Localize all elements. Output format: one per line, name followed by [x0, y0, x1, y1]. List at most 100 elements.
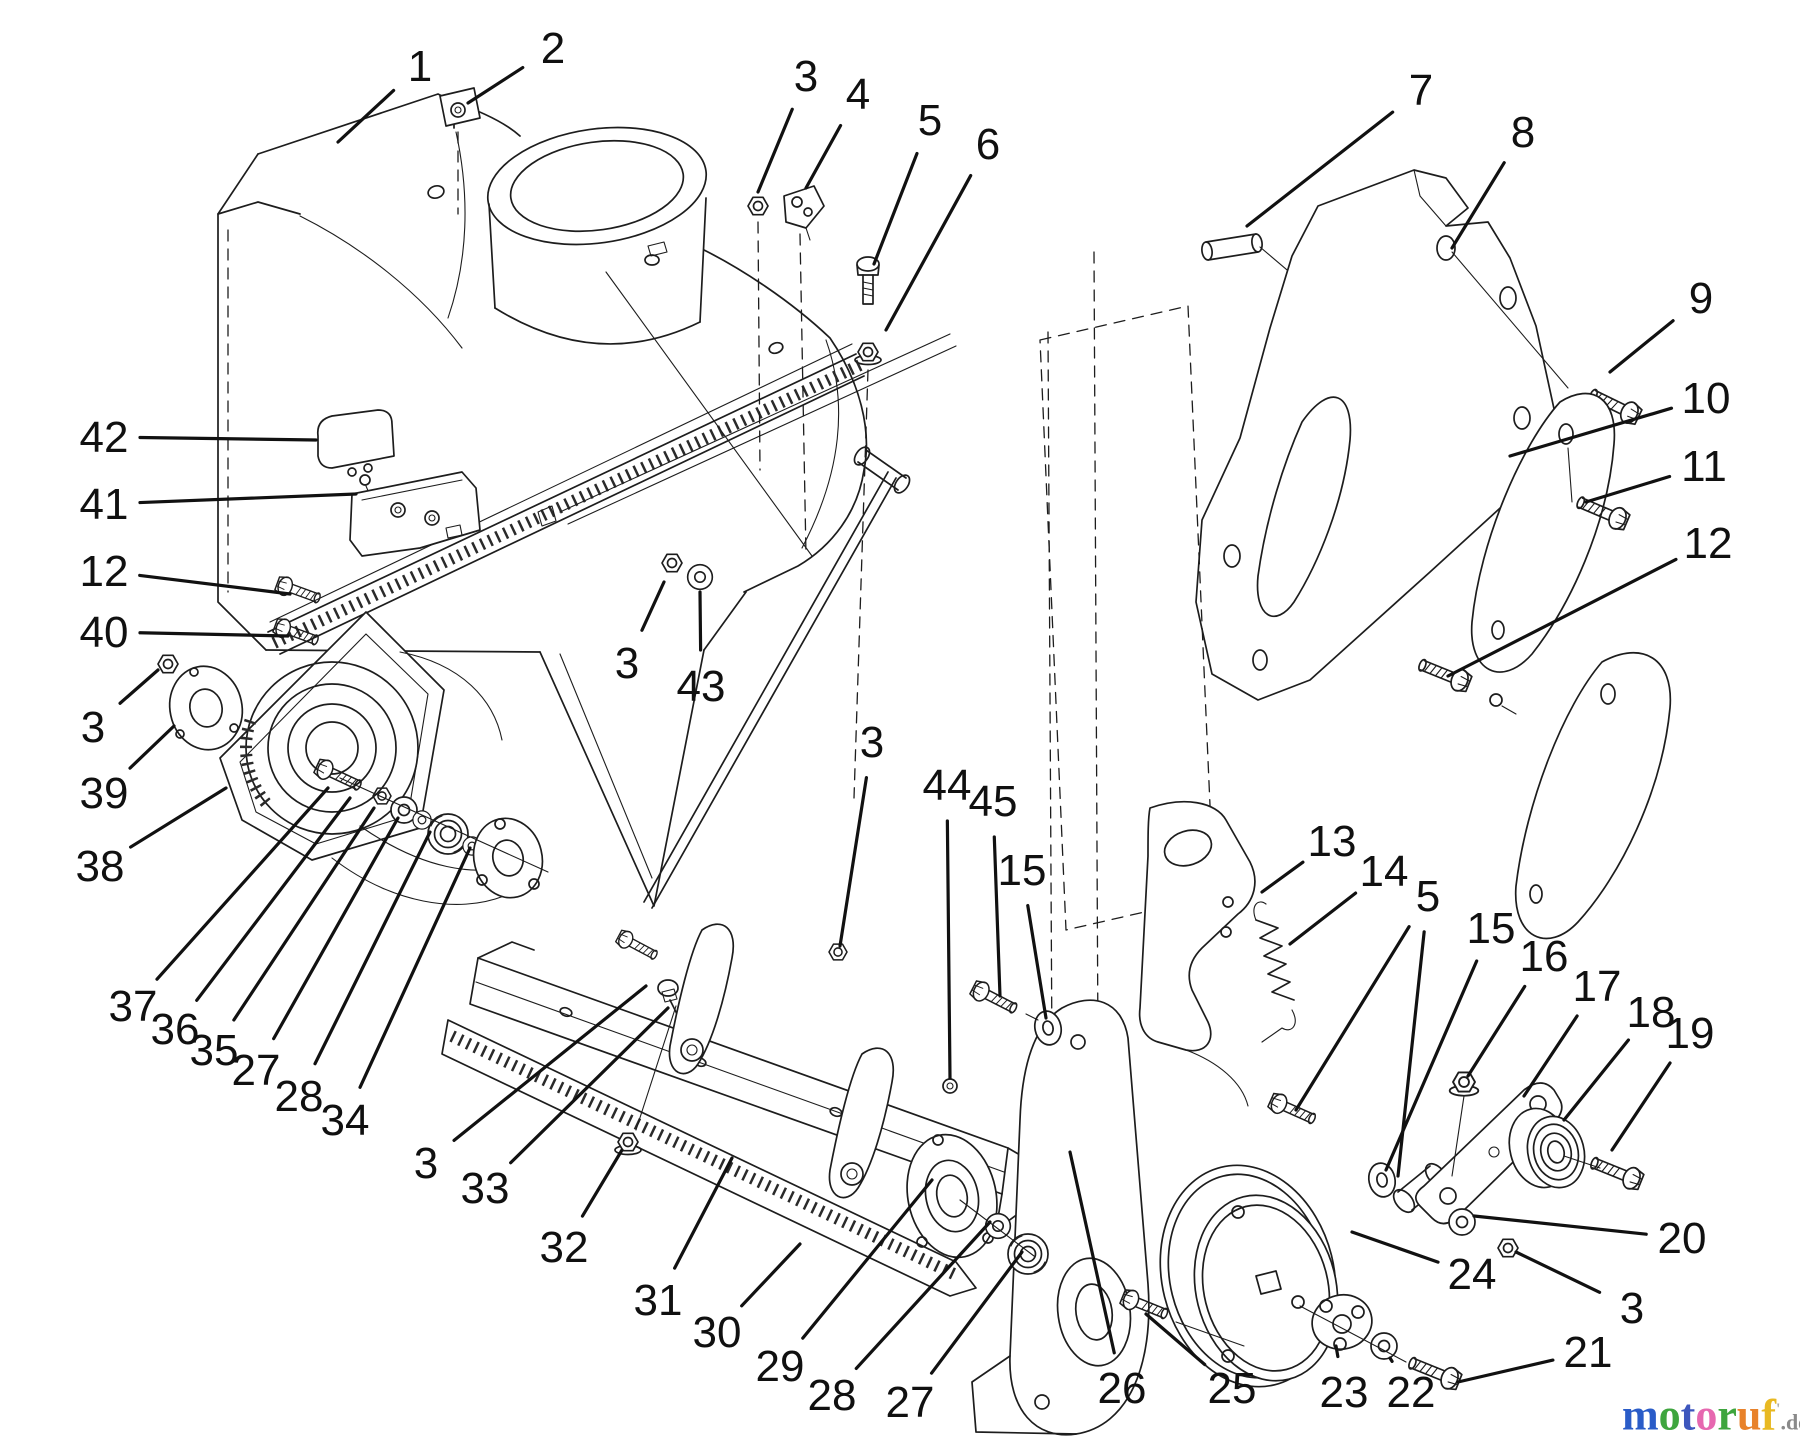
part-frame-channel: [441, 923, 1033, 1297]
leader-line: [1456, 1358, 1555, 1384]
callout-label: 33: [461, 1164, 510, 1213]
callout-label: 17: [1573, 962, 1622, 1011]
leader-line: [466, 65, 525, 105]
leader-line: [992, 835, 1002, 998]
leader-line: [884, 173, 973, 332]
callout-label: 3: [615, 639, 639, 688]
leader-line: [1508, 406, 1674, 458]
callout-label: 39: [80, 769, 129, 818]
leader-line: [1245, 110, 1395, 228]
callout-label: 38: [76, 842, 125, 891]
watermark-letter: o: [1658, 1390, 1681, 1440]
part-cover-bracket: [271, 409, 481, 651]
callout-label: 44: [923, 761, 972, 810]
leader-line: [929, 1250, 1024, 1375]
callout-label: 43: [677, 662, 726, 711]
leader-line: [756, 107, 794, 194]
watermark-letter: m: [1622, 1390, 1659, 1440]
callout-label: 23: [1320, 1368, 1369, 1417]
watermark-letter: r: [1717, 1390, 1737, 1440]
leader-line: [1334, 1344, 1340, 1359]
callout-label: 3: [794, 52, 818, 101]
leader-line: [740, 1242, 802, 1308]
callout-label: 11: [1681, 442, 1727, 491]
part-bolt-9: [1451, 251, 1645, 428]
callout-label: 31: [634, 1276, 683, 1325]
leader-line: [155, 786, 330, 981]
leader-line: [1450, 161, 1506, 250]
leader-line: [1388, 1356, 1394, 1363]
watermark-letter: o: [1695, 1390, 1718, 1440]
leader-line: [854, 1220, 992, 1371]
leader-line: [1294, 925, 1411, 1112]
leader-line: [118, 668, 160, 705]
watermark-word: motoruf: [1622, 1391, 1776, 1440]
part-pulley-assembly: [1118, 1164, 1464, 1394]
callout-label: 5: [1416, 872, 1440, 921]
callout-label: 20: [1658, 1214, 1707, 1263]
part-spring-bracket: [1138, 801, 1320, 1130]
part-impeller-housing: [219, 611, 549, 905]
callout-label: 24: [1448, 1250, 1497, 1299]
leader-line: [1144, 1312, 1207, 1367]
leader-line: [1350, 1230, 1440, 1264]
leader-line: [232, 806, 376, 1022]
leader-line: [452, 984, 648, 1143]
leader-line: [1466, 984, 1527, 1078]
callout-label: 42: [80, 413, 129, 462]
part-clip: [439, 87, 481, 215]
watermark-logo: motoruf'.de: [1622, 1388, 1800, 1437]
watermark-tick: ': [1775, 1401, 1781, 1418]
callout-label: 28: [808, 1371, 857, 1420]
callout-label: 19: [1666, 1009, 1715, 1058]
callout-label: 5: [918, 96, 942, 145]
callout-label: 12: [80, 547, 129, 596]
callout-label: 37: [109, 982, 158, 1031]
callout-label: 2: [541, 24, 565, 73]
part-side-plate-26: [906, 999, 1150, 1436]
leader-line: [804, 123, 843, 190]
leader-line: [801, 1178, 934, 1340]
leader-line: [872, 151, 919, 266]
leader-line: [1026, 903, 1048, 1020]
leader-line: [673, 1156, 734, 1270]
watermark-letter: u: [1736, 1390, 1762, 1440]
callout-label: 1: [408, 42, 432, 91]
part-frame-bracket: [1195, 169, 1557, 701]
part-idler-assembly: [1364, 1071, 1646, 1258]
callout-label: 30: [693, 1308, 742, 1357]
leader-line: [138, 492, 358, 505]
leader-line: [1522, 1014, 1579, 1098]
callout-label: 36: [151, 1005, 200, 1054]
leader-line: [138, 435, 318, 442]
callout-label: 6: [976, 120, 1000, 169]
leader-line: [1396, 930, 1426, 1178]
callout-label: 13: [1308, 817, 1357, 866]
leader-line: [138, 631, 290, 638]
leader-line: [945, 819, 952, 1080]
callout-label: 25: [1208, 1364, 1257, 1413]
leader-line: [336, 88, 396, 144]
part-top-fasteners: [643, 185, 911, 909]
leader-line: [1562, 1038, 1631, 1122]
part-flange-39: [157, 654, 244, 751]
callout-label: 27: [886, 1378, 935, 1427]
callout-label: 40: [80, 608, 129, 657]
callout-label: 3: [860, 718, 884, 767]
leader-line: [1288, 891, 1358, 946]
callout-label: 16: [1520, 932, 1569, 981]
callout-label: 3: [81, 703, 105, 752]
callout-label: 7: [1409, 66, 1433, 115]
leader-line: [272, 816, 400, 1041]
callout-label: 21: [1564, 1328, 1613, 1377]
leader-line: [1260, 860, 1305, 894]
callout-label: 3: [414, 1139, 438, 1188]
leader-line: [1584, 474, 1672, 504]
callout-label: 12: [1684, 519, 1733, 568]
callout-label: 4: [846, 70, 870, 119]
leader-line: [129, 786, 228, 849]
leader-line: [313, 830, 432, 1066]
callout-label: 28: [275, 1072, 324, 1121]
